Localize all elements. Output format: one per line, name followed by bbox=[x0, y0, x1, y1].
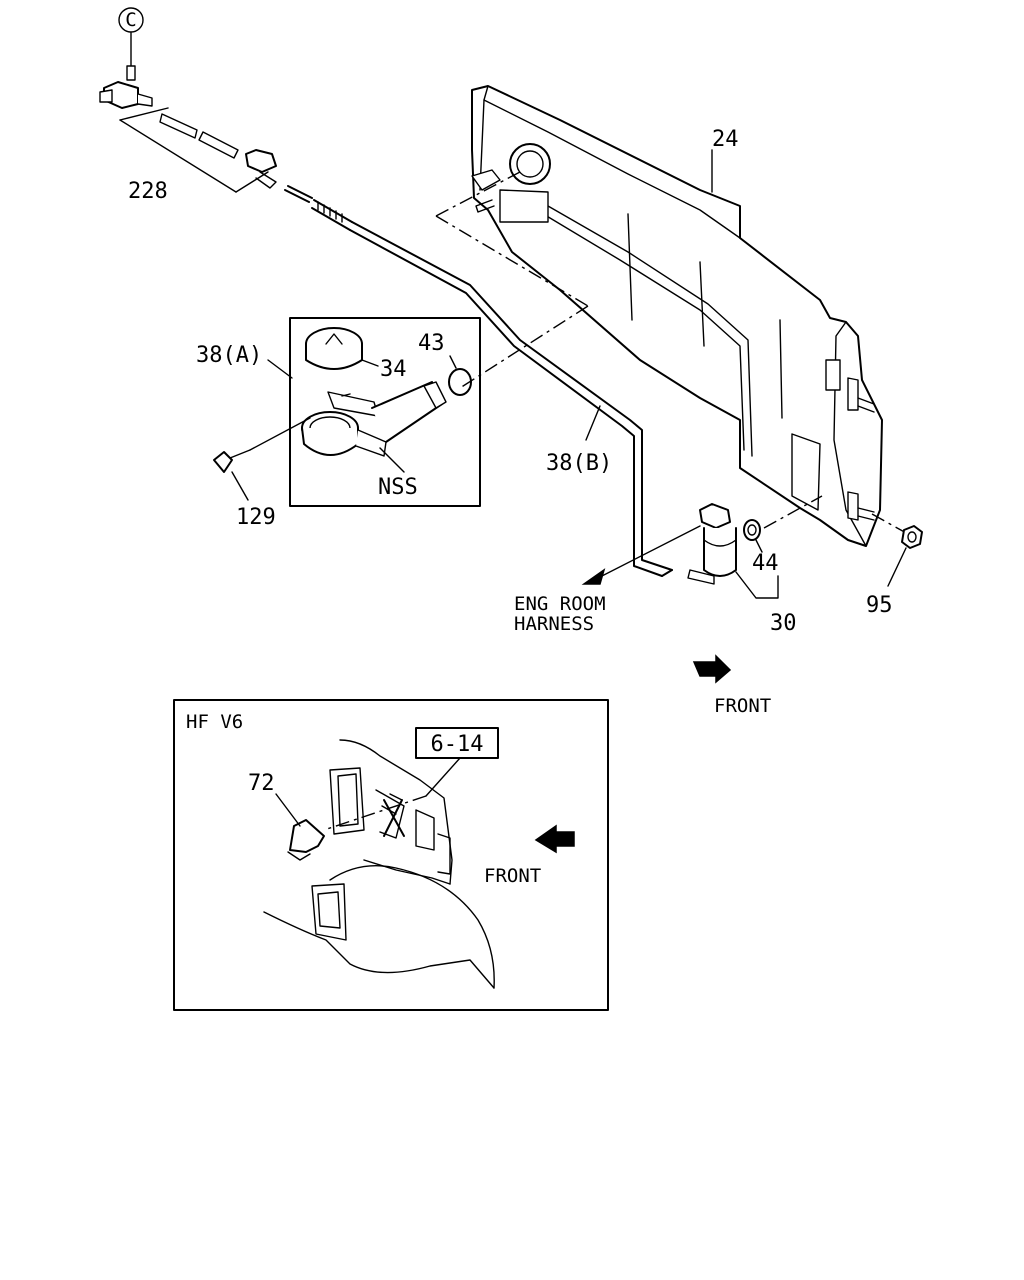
callout-24: 24 bbox=[712, 127, 739, 152]
c-circle-icon: C bbox=[118, 7, 144, 33]
filler-cap bbox=[305, 327, 363, 370]
front-label-main: FRONT bbox=[714, 695, 771, 717]
callout-30: 30 bbox=[770, 611, 797, 636]
callout-129: 129 bbox=[236, 505, 276, 530]
callout-44: 44 bbox=[752, 551, 779, 576]
washer-tube bbox=[284, 185, 673, 577]
callout-43: 43 bbox=[418, 331, 445, 356]
callout-nss: NSS bbox=[378, 475, 418, 500]
inset-body-panel bbox=[263, 739, 495, 989]
ref-6-14: 6-14 bbox=[415, 727, 499, 759]
assembly-guides bbox=[435, 171, 909, 535]
inset-box bbox=[173, 699, 609, 1011]
washer-tank bbox=[471, 85, 883, 547]
harness-label-2: HARNESS bbox=[514, 613, 594, 635]
washer-pump bbox=[687, 503, 761, 585]
inset-front-arrow-icon bbox=[534, 824, 575, 854]
inset-x-mark bbox=[383, 799, 405, 837]
callout-228: 228 bbox=[128, 179, 168, 204]
callout-38b: 38(B) bbox=[546, 451, 612, 476]
clip-72 bbox=[287, 819, 325, 861]
hose-set bbox=[119, 107, 277, 193]
tank-bolts bbox=[475, 199, 875, 521]
callout-72: 72 bbox=[248, 771, 275, 796]
callout-34: 34 bbox=[380, 357, 407, 382]
c-circle-letter: C bbox=[125, 9, 136, 31]
nut-95 bbox=[901, 525, 923, 549]
front-label-inset: FRONT bbox=[484, 865, 541, 887]
callout-95: 95 bbox=[866, 593, 893, 618]
ref-label: 6-14 bbox=[431, 732, 484, 757]
nss-box bbox=[289, 317, 481, 507]
harness-label-1: ENG ROOM bbox=[514, 593, 606, 615]
o-ring bbox=[448, 368, 472, 396]
front-arrow-icon bbox=[692, 654, 732, 684]
inset-variant-label: HF V6 bbox=[186, 711, 243, 733]
filler-neck bbox=[301, 381, 447, 457]
callout-38a: 38(A) bbox=[196, 343, 262, 368]
harness-arrow-icon bbox=[581, 568, 606, 585]
tee-connector bbox=[99, 32, 153, 109]
clip-129 bbox=[213, 417, 311, 473]
